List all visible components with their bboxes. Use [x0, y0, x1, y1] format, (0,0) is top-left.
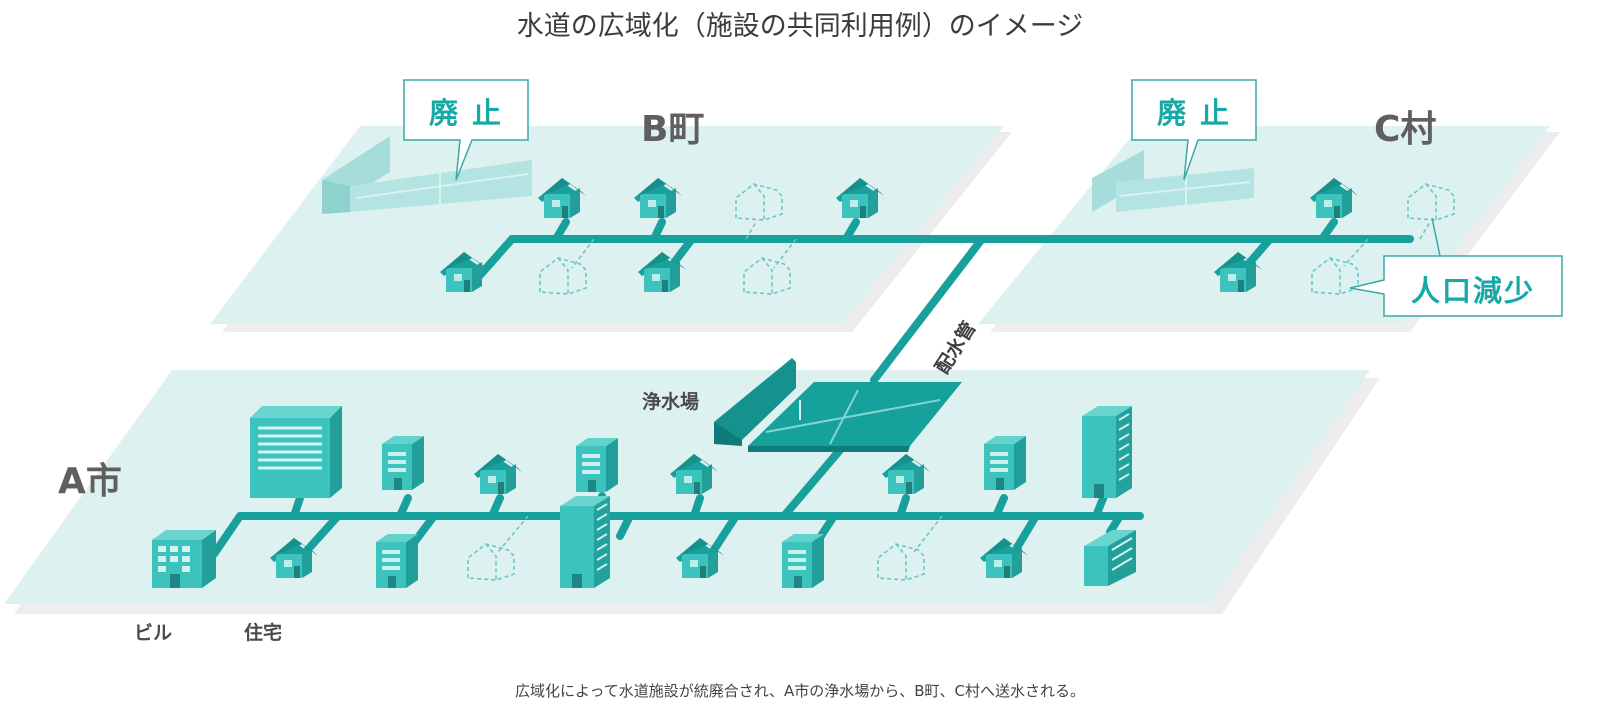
callout-abolish-b-frame — [403, 79, 529, 181]
office-building-front — [152, 530, 216, 588]
callout-abolish-b: 廃 止 — [428, 96, 504, 130]
abandoned-pipes — [497, 221, 1431, 553]
region-b-plate — [210, 126, 1012, 332]
callout-population-decline: 人口減少 — [1410, 274, 1535, 308]
callout-abolish-c-frame — [1131, 79, 1257, 181]
callout-abolish-c: 廃 止 — [1156, 96, 1232, 130]
a-city-buildings — [152, 405, 1136, 589]
water-purification-plant — [714, 358, 962, 452]
house-label: 住宅 — [244, 622, 283, 644]
plant-label: 浄水場 — [642, 391, 700, 413]
large-office-building — [250, 406, 342, 498]
pipe-network — [210, 218, 1414, 560]
abolished-plant-b — [322, 136, 532, 214]
area-name-b-town: B町 — [641, 109, 705, 150]
diagram-title: 水道の広域化（施設の共同利用例）のイメージ — [516, 11, 1084, 42]
callout-population-frame — [1349, 217, 1563, 317]
building-label: ビル — [134, 622, 173, 644]
area-name-c-village: C村 — [1374, 109, 1437, 150]
short-building-front — [1084, 530, 1136, 586]
abolished-plant-c — [1092, 150, 1254, 212]
area-name-a-city: A市 — [58, 461, 122, 502]
diagram-caption: 広域化によって水道施設が統廃合され、A市の浄水場から、B町、C村へ送水される。 — [515, 682, 1085, 700]
